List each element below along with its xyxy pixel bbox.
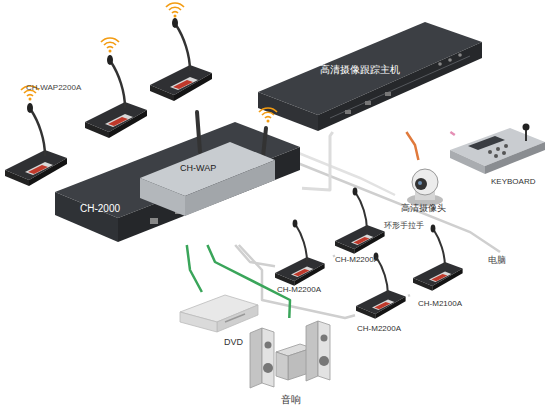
conference-host-rack — [150, 218, 158, 224]
keyboard-controller — [450, 150, 485, 174]
keyboard-controller — [496, 147, 500, 151]
tracking-host: 高清摄像跟踪主机 — [258, 22, 482, 132]
camera — [412, 169, 438, 195]
keyboard-controller — [502, 151, 506, 155]
speaker-set — [306, 321, 318, 381]
keyboard-controller — [468, 136, 505, 150]
tracking-host-rack — [438, 62, 442, 66]
camera — [407, 169, 443, 206]
wireless-mic — [150, 18, 212, 101]
desktop-mic — [335, 187, 385, 253]
cable-connector — [450, 132, 454, 135]
speaker-set — [262, 328, 274, 387]
cable-connector — [333, 256, 335, 257]
device-label: CH-2000 — [80, 203, 120, 214]
tracking-host-rack — [318, 42, 482, 131]
desktop-mic — [413, 224, 463, 290]
tracking-host-rack — [385, 92, 391, 96]
device-label: 高清摄像头 — [401, 204, 446, 214]
speaker-set — [319, 356, 329, 366]
tracking-host-rack — [345, 110, 351, 114]
cable-connector — [408, 294, 410, 297]
speaker-set — [318, 321, 330, 380]
computer-cable — [290, 160, 500, 252]
wifi-symbol — [259, 108, 277, 123]
device-label: CH-M2200A — [357, 325, 401, 334]
wifi-symbol — [166, 3, 184, 18]
keyboard-controller — [494, 154, 498, 158]
wireless-mic — [5, 103, 67, 186]
wireless-mic — [85, 55, 147, 138]
device-label: 高清摄像跟踪主机 — [320, 64, 400, 75]
cable-connector — [207, 245, 290, 318]
tracking-host-rack — [448, 58, 452, 62]
speaker-set — [321, 335, 328, 342]
keyboard-controller — [504, 144, 508, 148]
dvd-player — [225, 314, 245, 322]
cable-connector — [302, 132, 333, 190]
conference-host-rack — [55, 122, 300, 218]
conference-host-rack — [55, 192, 118, 242]
speaker-box: 音响 — [245, 318, 330, 408]
mic-unit: CH-M2200A — [355, 280, 408, 336]
cable-connector — [187, 245, 202, 292]
access-point-box: CH-WAP — [140, 118, 277, 218]
annotation-label: CH-WAP2200A — [26, 84, 81, 93]
keyboard-controller — [450, 124, 545, 175]
tracking-host-rack — [365, 101, 371, 105]
access-point — [140, 112, 275, 216]
speaker-set — [263, 363, 273, 373]
dvd-player — [217, 305, 258, 332]
conference-host: CH-2000 CH-WAP — [55, 115, 302, 245]
mic-unit: CH-M2200A — [275, 245, 333, 297]
tracking-host-rack — [258, 22, 482, 131]
speaker-set — [265, 342, 272, 349]
speaker-set — [250, 321, 330, 388]
dvd-box: DVD — [178, 292, 258, 352]
device-label: KEYBOARD — [491, 178, 535, 187]
speaker-set — [276, 352, 288, 380]
keyboard-controller — [485, 142, 545, 174]
cable-connector — [406, 132, 418, 160]
conference-host-rack — [55, 122, 300, 242]
annotation-label: 环形手拉手 — [384, 222, 424, 231]
device-label: CH-WAP — [180, 164, 216, 174]
access-point — [197, 112, 200, 152]
wifi-symbol — [101, 38, 119, 53]
dvd-player — [180, 312, 217, 332]
device-label: DVD — [224, 338, 243, 348]
keyboard-box: KEYBOARD — [445, 135, 545, 190]
device-label: CH-M2200A — [335, 256, 379, 265]
mic-unit: CH-M2100A — [410, 250, 472, 312]
camera — [418, 181, 422, 185]
tracking-host-rack — [458, 53, 462, 57]
keyboard-controller — [488, 150, 492, 154]
tracking-host-rack — [258, 92, 318, 131]
camera-box: 高清摄像头 — [395, 160, 455, 218]
dvd-player — [180, 295, 258, 332]
device-label: CH-M2200A — [277, 286, 321, 295]
keyboard-controller — [523, 124, 530, 131]
device-label: CH-M2100A — [418, 300, 462, 309]
speaker-set — [250, 328, 262, 388]
annotation-label: 电脑 — [488, 256, 506, 266]
device-label: 音响 — [281, 394, 301, 405]
camera — [415, 178, 427, 190]
desktop-mic — [275, 219, 325, 285]
access-point — [140, 178, 185, 216]
